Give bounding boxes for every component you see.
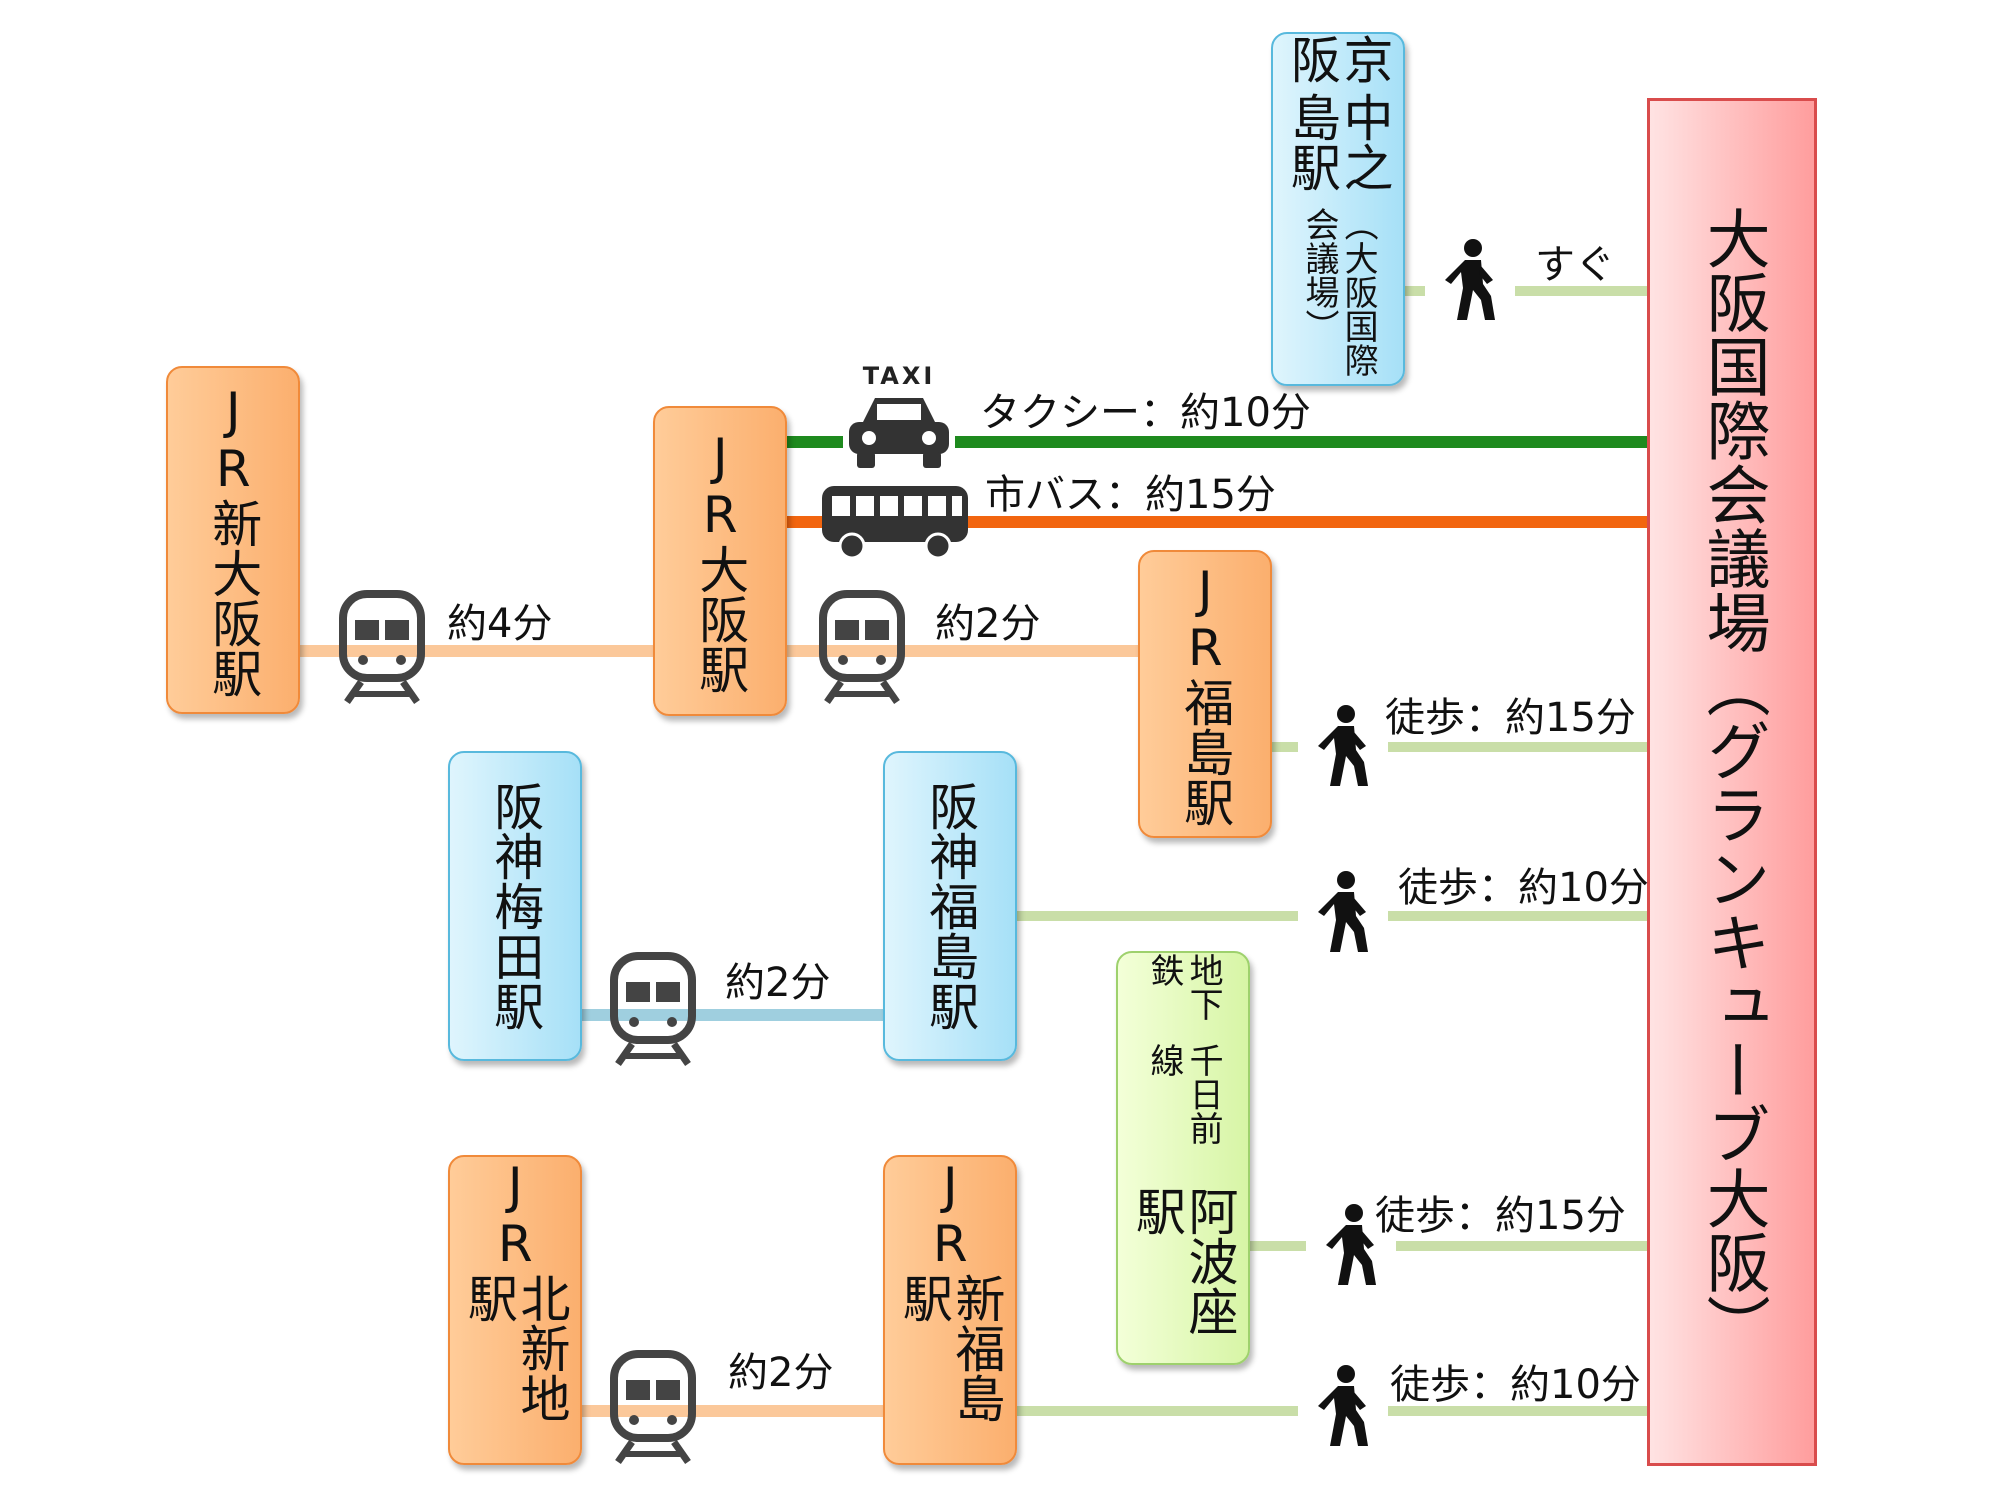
label-walk-hanshin-fukushima: 徒歩：約10分 [1398,865,1649,911]
bus-icon [822,486,968,560]
station-name: 北新地駅 [460,1273,571,1423]
pedestrian-icon [1425,236,1515,326]
label-taxi: タクシー：約10分 [980,390,1311,436]
pedestrian-icon [1298,868,1388,958]
station-hanshin-umeda: 阪神 梅田駅 [448,751,582,1061]
time-osaka-fukushima: 約2分 [935,601,1041,647]
pedestrian-icon [1298,1362,1388,1452]
station-operator: 阪神 [921,781,980,881]
station-jr-kitashinchi: JR 北新地駅 [448,1155,582,1465]
station-name: 福島駅 [921,881,980,1031]
label-walk-awaza: 徒歩：約15分 [1375,1193,1626,1239]
train-icon [610,1350,696,1465]
station-operator: JR [486,1157,545,1273]
station-hanshin-fukushima: 阪神 福島駅 [883,751,1017,1061]
time-kitashinchi-shinfukushima: 約2分 [728,1350,834,1396]
label-walk-nakanoshima: すぐ [1535,242,1615,288]
station-name: 新大阪駅 [204,498,263,698]
station-name: 福島駅 [1176,677,1235,827]
station-name: 阿波座駅 [1128,1186,1239,1337]
station-jr-shin-fukushima: JR 新福島駅 [883,1155,1017,1465]
train-icon [339,590,425,705]
pedestrian-icon [1306,1201,1396,1291]
pedestrian-icon [1298,702,1388,792]
label-bus: 市バス：約15分 [985,472,1276,518]
label-walk-jr-fukushima: 徒歩：約15分 [1385,695,1636,741]
taxi-car-shape [849,398,949,468]
station-jr-osaka: JR 大阪駅 [653,406,787,716]
venue-name: 大阪国際会議場 [1695,206,1770,654]
time-umeda-hfukushima: 約2分 [725,960,831,1006]
train-icon [610,952,696,1067]
station-name: 中之島駅 [1283,91,1394,192]
train-icon [819,590,905,705]
station-jr-fukushima: JR 福島駅 [1138,550,1272,838]
station-name: 大阪駅 [691,544,750,694]
station-keihan-nakanoshima: 京阪 中之島駅 （大阪国際会議場） [1271,32,1405,386]
label-walk-shin-fukushima: 徒歩：約10分 [1390,1362,1641,1408]
station-operator: JR [204,382,263,498]
station-name: 新福島駅 [895,1273,1006,1423]
subway-company: 地下鉄 [1144,953,1224,1021]
subway-line: 千日前線 [1144,1043,1224,1146]
venue-box: 大阪国際会議場 （グランキューブ大阪） [1647,98,1817,1466]
station-subway-awaza: 地下鉄 千日前線 阿波座駅 [1116,951,1250,1365]
station-operator: JR [1176,561,1235,677]
station-operator: 阪神 [486,781,545,881]
station-name: 梅田駅 [486,881,545,1031]
taxi-icon: TAXI [843,362,955,472]
station-operator: 京阪 [1283,34,1394,84]
time-shinosaka-osaka: 約4分 [447,601,553,647]
station-jr-shin-osaka: JR 新大阪駅 [166,366,300,714]
venue-alt-name: （グランキューブ大阪） [1695,654,1770,1358]
station-operator: JR [921,1157,980,1273]
station-operator: JR [691,428,750,544]
station-subtitle: （大阪国際会議場） [1299,207,1379,378]
taxi-sign: TAXI [862,362,936,390]
